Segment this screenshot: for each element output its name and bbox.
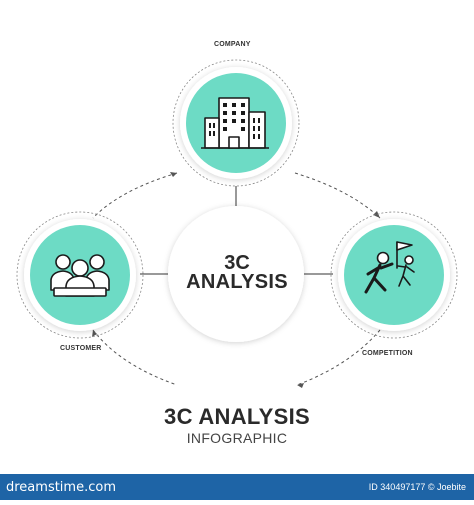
arrow-company-competition: [294, 172, 381, 219]
customer-group-icon: [50, 254, 110, 297]
competition-node: [330, 211, 458, 339]
footer-bar: dreamstime.com ID 340497177 © Joebite: [0, 474, 474, 500]
center-title-line1: 3C: [224, 252, 250, 274]
center-title-line2: ANALYSIS: [186, 271, 288, 293]
competition-dashed-ring: [330, 211, 458, 339]
arrowhead: [170, 172, 177, 177]
footer-id: ID 340497177 © Joebite: [368, 482, 466, 492]
arrow-company-customer: [92, 172, 178, 219]
company-label: COMPANY: [214, 41, 251, 48]
main-subtitle: INFOGRAPHIC: [186, 430, 288, 446]
customer-label: CUSTOMER: [60, 345, 102, 352]
customer-dashed-ring: [16, 211, 144, 339]
footer-brand: dreamstime.com: [6, 480, 116, 495]
customer-node: [16, 211, 144, 339]
competition-disc: [344, 225, 444, 325]
arrowhead: [297, 383, 304, 388]
company-node: [172, 59, 300, 187]
competition-label: COMPETITION: [362, 350, 413, 357]
company-dashed-ring: [172, 59, 300, 187]
arrowhead: [373, 211, 380, 218]
arrowhead: [92, 330, 97, 337]
competition-race-icon: [364, 241, 415, 294]
main-title: 3C ANALYSIS: [164, 404, 310, 429]
arrow-customer-bottom: [92, 329, 178, 386]
arrow-competition-bottom: [296, 329, 381, 386]
building-icon: [201, 97, 269, 149]
center-circle: [168, 206, 304, 342]
